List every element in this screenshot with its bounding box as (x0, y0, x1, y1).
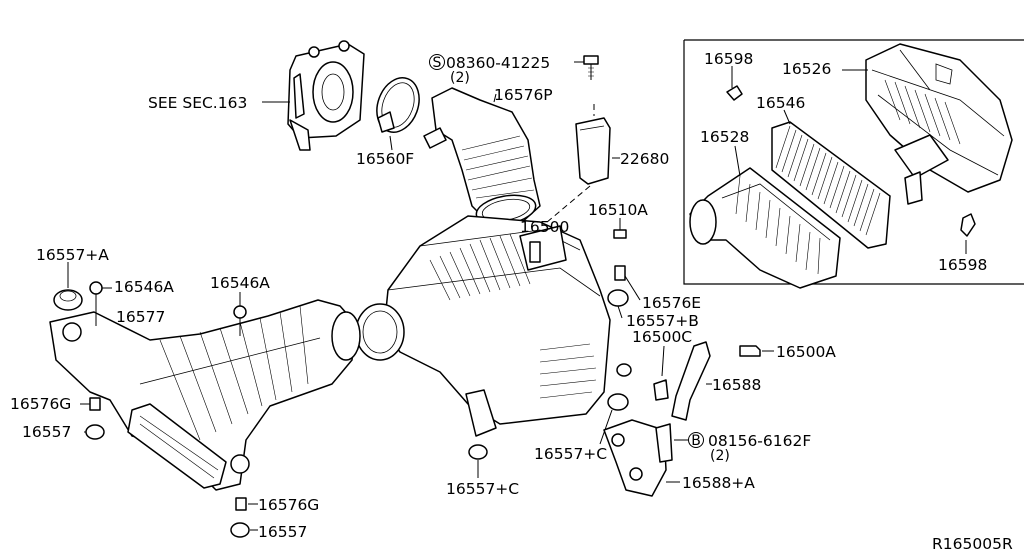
upper-case-cover (865, 43, 1013, 205)
bolt-symbol-icon (688, 432, 704, 448)
label-inset-16598-top: 16598 (704, 50, 753, 68)
label-16557C-right: 16557+C (534, 445, 607, 463)
hose-clamp (376, 77, 420, 151)
clip-icon (726, 85, 743, 101)
bolt-16510A (613, 218, 627, 239)
label-inset-16526: 16526 (782, 60, 831, 78)
clip-icon (960, 213, 976, 237)
nut-16500C (653, 345, 669, 401)
screw-icon (583, 55, 599, 80)
label-16546A-mid: 16546A (210, 274, 270, 292)
label-see-sec: SEE SEC.163 (148, 94, 247, 112)
lower-case (689, 167, 841, 289)
collar-16576E (614, 265, 641, 301)
air-cleaner-inset (683, 39, 1024, 289)
bracket-16588 (671, 341, 712, 421)
label-08360: 08360-41225 (446, 54, 550, 72)
label-08156: 08156-6162F (708, 432, 811, 450)
label-16500A: 16500A (776, 343, 836, 361)
label-16588A: 16588+A (682, 474, 755, 492)
grommet-16557-mid (616, 363, 632, 377)
air-cleaner-body (355, 215, 611, 437)
label-16576G-bottom: 16576G (258, 496, 319, 514)
label-16557B: 16557+B (626, 312, 699, 330)
grommet-16557B (607, 289, 629, 319)
diagram-reference-code: R165005R (932, 535, 1013, 553)
label-16577: 16577 (116, 308, 165, 326)
bolt-16546A-left (89, 281, 112, 326)
bracket-16588A (603, 419, 688, 497)
label-16588: 16588 (712, 376, 761, 394)
label-16557C-center: 16557+C (446, 480, 519, 498)
label-inset-16598-bottom: 16598 (938, 256, 987, 274)
label-16557-bottom: 16557 (258, 523, 307, 541)
bolt-symbol-letter: B (691, 433, 701, 449)
mass-air-flow-sensor (539, 55, 620, 229)
throttle-body (262, 40, 365, 151)
label-16510A: 16510A (588, 201, 648, 219)
bolt-16546A-mid (233, 292, 247, 336)
label-16500C: 16500C (632, 328, 692, 346)
collar-16576G-bottom (235, 497, 258, 511)
label-16557-left: 16557 (22, 423, 71, 441)
label-16500: 16500 (520, 218, 569, 236)
label-inset-16546: 16546 (756, 94, 805, 112)
filter-element (771, 121, 891, 249)
label-16576E: 16576E (642, 294, 701, 312)
grommet-16557-bottom (230, 522, 258, 538)
collar-16576G-left (80, 397, 101, 411)
screw-symbol-icon (429, 54, 445, 70)
label-08156-qty: (2) (710, 448, 730, 464)
label-22680: 22680 (620, 150, 669, 168)
air-duct-hose (423, 87, 541, 226)
label-16576G-left: 16576G (10, 395, 71, 413)
label-16560F: 16560F (356, 150, 414, 168)
air-inlet-duct (49, 299, 361, 491)
label-16576P: 16576P (494, 86, 553, 104)
grommet-16557C-right (599, 393, 629, 445)
screw-symbol-letter: S (433, 55, 442, 71)
bolt-16500A (739, 345, 774, 357)
grommet-16557C-center (468, 444, 488, 478)
label-inset-16528: 16528 (700, 128, 749, 146)
label-16557A: 16557+A (36, 246, 109, 264)
label-08360-qty: (2) (450, 70, 470, 86)
grommet-16557-left (84, 424, 105, 440)
grommet-16557A (53, 262, 83, 311)
label-16546A-left: 16546A (114, 278, 174, 296)
